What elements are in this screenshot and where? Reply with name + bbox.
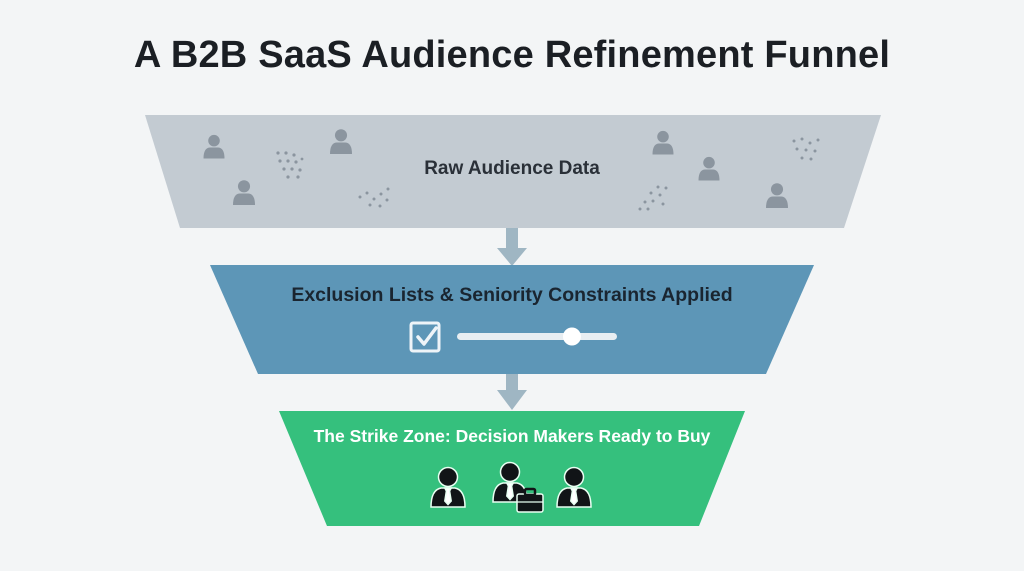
dot-cluster-icon	[276, 151, 304, 179]
page-title: A B2B SaaS Audience Refinement Funnel	[133, 34, 891, 76]
briefcase-icon	[516, 487, 544, 513]
seniority-slider[interactable]	[457, 327, 617, 346]
checkbox-checked-icon[interactable]	[409, 321, 441, 353]
flow-arrow-2	[497, 374, 527, 410]
stage-exclusion-label: Exclusion Lists & Seniority Constraints …	[291, 284, 733, 306]
dot-cluster-icon	[358, 187, 390, 208]
dot-cluster-icon	[792, 137, 820, 161]
slider-thumb	[562, 327, 581, 346]
decision-makers-icons	[430, 461, 592, 513]
dot-cluster-icon	[638, 185, 668, 211]
flow-arrow-1	[497, 228, 527, 266]
slider-track	[457, 333, 617, 340]
stage-raw-shape	[145, 115, 881, 228]
stage-strike-zone-label: The Strike Zone: Decision Makers Ready t…	[313, 426, 711, 446]
raw-data-icons	[203, 129, 820, 211]
stage-raw-label: Raw Audience Data	[424, 158, 600, 179]
stage-exclusion-shape	[210, 265, 814, 374]
